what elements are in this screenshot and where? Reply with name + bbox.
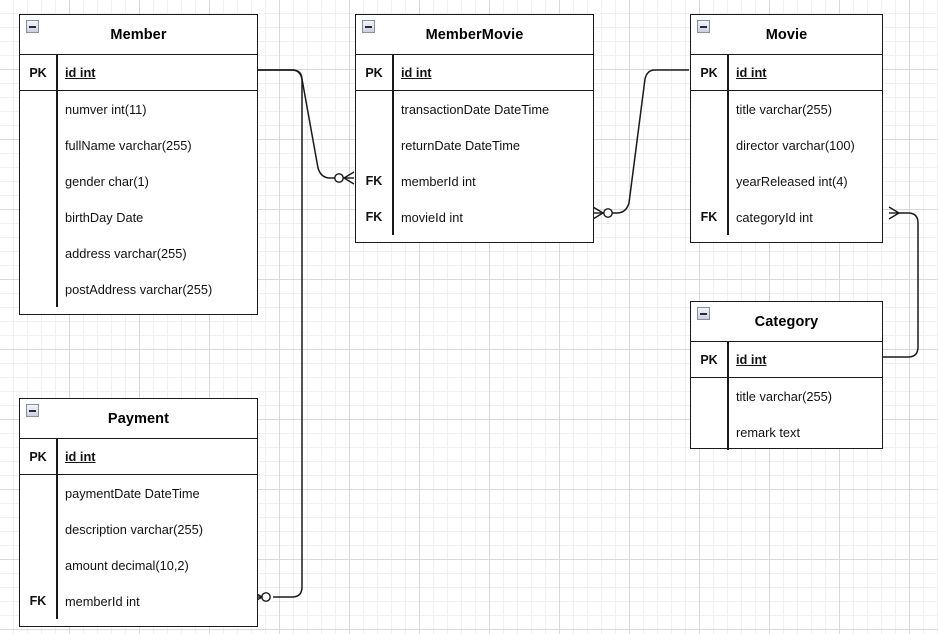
table-row-pk[interactable]: PK id int bbox=[691, 342, 882, 378]
attribute-label: description varchar(255) bbox=[65, 521, 203, 537]
key-label: FK bbox=[365, 174, 383, 188]
table-row[interactable]: fullName varchar(255) bbox=[20, 127, 257, 163]
entity-attribute-rows: title varchar(255) remark text bbox=[691, 378, 882, 464]
entity-payment[interactable]: Payment PK id int paymentDate DateTime d… bbox=[19, 398, 258, 627]
table-row-pk[interactable]: PK id int bbox=[20, 439, 257, 475]
column-divider bbox=[727, 342, 729, 377]
table-row-pk[interactable]: PK id int bbox=[356, 55, 593, 91]
entity-header: Category bbox=[691, 302, 882, 342]
table-row[interactable]: paymentDate DateTime bbox=[20, 475, 257, 511]
column-divider bbox=[56, 439, 58, 474]
attribute-label: amount decimal(10,2) bbox=[65, 557, 189, 573]
table-row[interactable]: returnDate DateTime bbox=[356, 127, 593, 163]
minus-box-icon[interactable] bbox=[362, 20, 375, 33]
minus-box-icon[interactable] bbox=[697, 20, 710, 33]
attribute-label: numver int(11) bbox=[65, 101, 147, 117]
key-label: PK bbox=[29, 65, 47, 80]
entity-movie[interactable]: Movie PK id int title varchar(255) direc… bbox=[690, 14, 883, 243]
minus-box-icon[interactable] bbox=[26, 20, 39, 33]
entity-header: MemberMovie bbox=[356, 15, 593, 55]
column-divider bbox=[727, 55, 729, 90]
table-row[interactable]: address varchar(255) bbox=[20, 235, 257, 271]
attribute-label: returnDate DateTime bbox=[401, 137, 521, 153]
minus-box-icon[interactable] bbox=[26, 404, 39, 417]
table-row[interactable]: description varchar(255) bbox=[20, 511, 257, 547]
entity-title: Category bbox=[754, 313, 819, 330]
table-row[interactable]: birthDay Date bbox=[20, 199, 257, 235]
attribute-label: yearReleased int(4) bbox=[736, 173, 848, 189]
table-row[interactable]: title varchar(255) bbox=[691, 91, 882, 127]
entity-header: Payment bbox=[20, 399, 257, 439]
attribute-label: memberId int bbox=[65, 593, 140, 609]
table-row[interactable]: FK categoryId int bbox=[691, 199, 882, 235]
attribute-label: id int bbox=[65, 449, 96, 464]
key-label: PK bbox=[700, 65, 718, 80]
table-row[interactable]: FK memberId int bbox=[20, 583, 257, 619]
entity-rows: PK id int numver int(11) fullName varcha… bbox=[20, 55, 257, 321]
attribute-label: id int bbox=[736, 65, 767, 80]
key-label: FK bbox=[29, 594, 47, 608]
entity-title: Movie bbox=[765, 26, 808, 43]
attribute-label: categoryId int bbox=[736, 209, 813, 225]
attribute-label: movieId int bbox=[401, 209, 463, 225]
attribute-label: title varchar(255) bbox=[736, 101, 833, 117]
table-row[interactable]: yearReleased int(4) bbox=[691, 163, 882, 199]
entity-rows: PK id int transactionDate DateTime retur… bbox=[356, 55, 593, 249]
table-row[interactable]: director varchar(100) bbox=[691, 127, 882, 163]
entity-category[interactable]: Category PK id int title varchar(255) re… bbox=[690, 301, 883, 450]
key-label: PK bbox=[29, 449, 47, 464]
key-label: FK bbox=[700, 210, 718, 224]
key-label: FK bbox=[365, 210, 383, 224]
column-divider bbox=[392, 55, 394, 90]
table-row[interactable]: amount decimal(10,2) bbox=[20, 547, 257, 583]
column-divider bbox=[56, 91, 58, 307]
key-label: PK bbox=[700, 352, 718, 367]
entity-member[interactable]: Member PK id int numver int(11) fullName… bbox=[19, 14, 258, 315]
column-divider bbox=[727, 378, 729, 450]
table-row[interactable]: title varchar(255) bbox=[691, 378, 882, 414]
entity-header: Movie bbox=[691, 15, 882, 55]
entity-attribute-rows: numver int(11) fullName varchar(255) gen… bbox=[20, 91, 257, 321]
entity-rows: PK id int title varchar(255) remark text bbox=[691, 342, 882, 464]
entity-attribute-rows: title varchar(255) director varchar(100)… bbox=[691, 91, 882, 249]
attribute-label: title varchar(255) bbox=[736, 388, 833, 404]
minus-box-icon[interactable] bbox=[697, 307, 710, 320]
entity-attribute-rows: paymentDate DateTime description varchar… bbox=[20, 475, 257, 633]
column-divider bbox=[56, 55, 58, 90]
table-row[interactable]: FK memberId int bbox=[356, 163, 593, 199]
table-row[interactable]: gender char(1) bbox=[20, 163, 257, 199]
entity-membermovie[interactable]: MemberMovie PK id int transactionDate Da… bbox=[355, 14, 594, 243]
attribute-label: director varchar(100) bbox=[736, 137, 855, 153]
attribute-label: id int bbox=[736, 352, 767, 367]
column-divider bbox=[56, 475, 58, 619]
table-row[interactable]: FK movieId int bbox=[356, 199, 593, 235]
attribute-label: postAddress varchar(255) bbox=[65, 281, 213, 297]
attribute-label: birthDay Date bbox=[65, 209, 144, 225]
attribute-label: paymentDate DateTime bbox=[65, 485, 200, 501]
entity-header: Member bbox=[20, 15, 257, 55]
attribute-label: gender char(1) bbox=[65, 173, 149, 189]
entity-rows: PK id int paymentDate DateTime descripti… bbox=[20, 439, 257, 633]
attribute-label: remark text bbox=[736, 424, 800, 440]
entity-rows: PK id int title varchar(255) director va… bbox=[691, 55, 882, 249]
table-row[interactable]: numver int(11) bbox=[20, 91, 257, 127]
table-row[interactable]: postAddress varchar(255) bbox=[20, 271, 257, 307]
attribute-label: memberId int bbox=[401, 173, 476, 189]
attribute-label: id int bbox=[65, 65, 96, 80]
column-divider bbox=[392, 91, 394, 235]
column-divider bbox=[727, 91, 729, 235]
attribute-label: id int bbox=[401, 65, 432, 80]
attribute-label: fullName varchar(255) bbox=[65, 137, 192, 153]
table-row[interactable]: transactionDate DateTime bbox=[356, 91, 593, 127]
entity-attribute-rows: transactionDate DateTime returnDate Date… bbox=[356, 91, 593, 249]
attribute-label: address varchar(255) bbox=[65, 245, 187, 261]
key-label: PK bbox=[365, 65, 383, 80]
table-row[interactable]: remark text bbox=[691, 414, 882, 450]
entity-title: MemberMovie bbox=[425, 26, 524, 43]
table-row-pk[interactable]: PK id int bbox=[691, 55, 882, 91]
entity-title: Member bbox=[110, 26, 167, 43]
table-row-pk[interactable]: PK id int bbox=[20, 55, 257, 91]
entity-title: Payment bbox=[107, 410, 170, 427]
attribute-label: transactionDate DateTime bbox=[401, 101, 550, 117]
